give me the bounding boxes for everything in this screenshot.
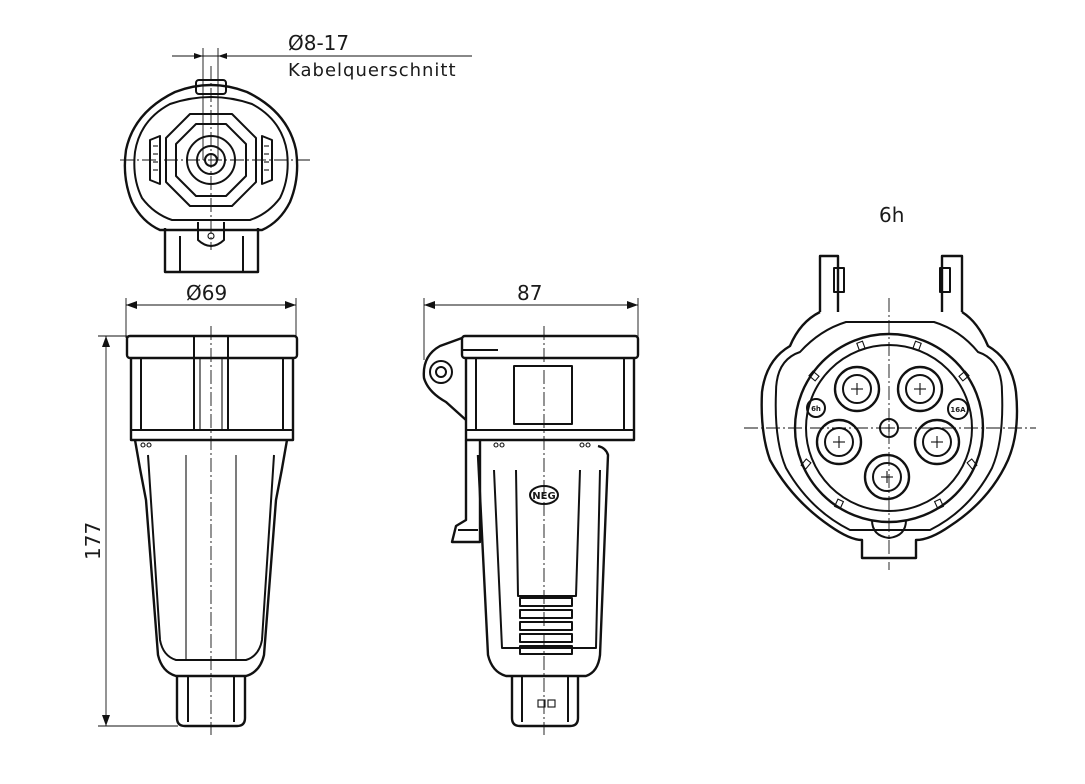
top-view-latch-tab [197, 222, 225, 247]
front-view-cable-nozzle [175, 676, 247, 728]
front-view: Ø69 177 [81, 281, 299, 735]
marking-6h-label: 6h [811, 405, 821, 413]
front-view-lower-inner [147, 454, 275, 661]
side-view-lower-inner [493, 469, 601, 649]
side-view-hinge-lid [422, 336, 467, 421]
socket-face-view: 6h [744, 203, 1036, 570]
marking-16a-badge [947, 398, 969, 420]
top-view-gland-inner [196, 145, 226, 175]
face-rim-teeth [800, 340, 978, 510]
pin-center [879, 418, 899, 438]
front-view-lower-body [133, 439, 289, 678]
side-view-cap [460, 334, 640, 360]
pin-left [815, 418, 863, 466]
face-outer-housing [760, 310, 1019, 560]
top-view-octagon-inner [175, 123, 247, 197]
clock-position-label: 6h [879, 203, 904, 227]
front-view-cap [125, 334, 299, 360]
face-main-circle [793, 332, 985, 524]
side-view-hinge-inner [435, 366, 447, 378]
top-view: Ø8-17 Kabelquerschnitt [120, 31, 472, 274]
side-view-cable-nozzle [510, 676, 580, 728]
top-view-knob [195, 79, 227, 95]
face-inner-rim [774, 321, 1004, 531]
face-lug-right [940, 254, 964, 312]
marking-16a-label: 16A [950, 406, 966, 414]
cable-caption-label: Kabelquerschnitt [288, 60, 457, 81]
side-view-ribs [519, 597, 573, 655]
top-view-outer-body [123, 83, 299, 232]
side-view-lower-body [476, 444, 610, 678]
top-view-inner-ring [133, 96, 289, 221]
side-view-upper-housing [464, 358, 636, 442]
brand-badge [529, 485, 559, 505]
side-view-hinge-outer [429, 360, 453, 384]
pin-bottom [863, 453, 911, 501]
pin-top-right [896, 365, 944, 413]
top-view-latch-block [163, 228, 260, 274]
side-view-grip-slot [515, 469, 581, 597]
top-view-cable-hole [204, 153, 218, 167]
cable-dim-arrow-right [218, 53, 227, 59]
diameter-69-label: Ø69 [186, 281, 227, 305]
front-view-center-rib [193, 335, 229, 431]
pin-top-left [833, 365, 881, 413]
front-view-upper-housing [129, 358, 295, 442]
face-lug-left [818, 254, 840, 312]
top-view-gland-ring [186, 135, 236, 185]
width-87-label: 87 [517, 281, 542, 305]
cable-diameter-label: Ø8-17 [288, 31, 349, 55]
brand-mark: NEG [532, 491, 555, 502]
pin-right [913, 418, 961, 466]
height-177-label: 177 [81, 522, 105, 560]
cable-dim-arrow-left [194, 53, 203, 59]
top-view-grip-left [149, 135, 161, 185]
face-inner-circle [805, 344, 973, 512]
top-view-octagon-outer [165, 113, 257, 207]
side-view-latch [450, 440, 482, 544]
face-key-notch [871, 519, 907, 539]
top-view-grip-right [261, 135, 273, 185]
marking-6h-badge [806, 398, 826, 418]
side-view: 87 NEG [422, 281, 640, 735]
side-view-window [513, 365, 573, 425]
